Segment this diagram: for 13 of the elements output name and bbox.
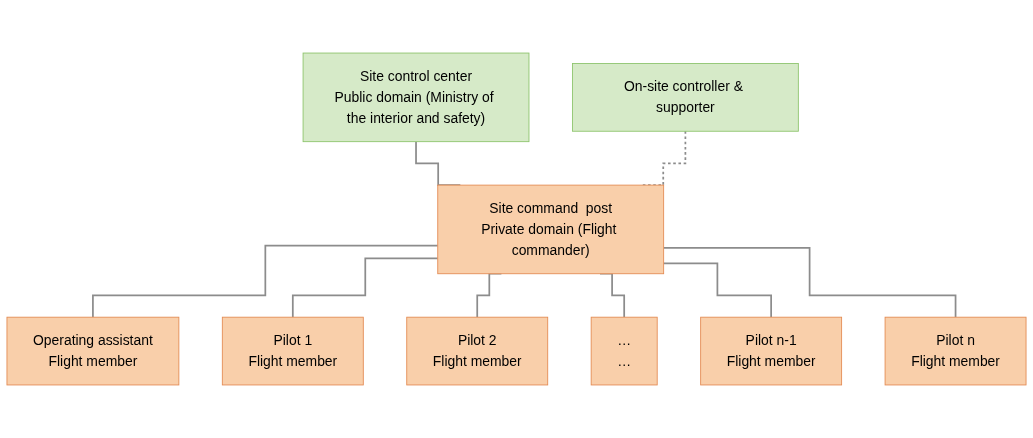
node-box: Pilot n-1 Flight member xyxy=(700,316,843,386)
node-box: Site control center Public domain (Ministry of the interior and safety) xyxy=(302,52,530,143)
connector xyxy=(92,244,439,319)
connector xyxy=(291,257,439,319)
node-box: On-site controller & supporter xyxy=(572,63,799,132)
node-box: Pilot 1 Flight member xyxy=(221,316,364,386)
connector xyxy=(662,262,772,319)
node-box: Site command post Private domain (Flight commander) xyxy=(437,184,665,275)
node-box: Pilot n Flight member xyxy=(884,316,1027,386)
node-box: Pilot 2 Flight member xyxy=(406,316,549,386)
connector xyxy=(662,247,957,319)
node-box: Operating assistant Flight member xyxy=(6,316,180,386)
node-box: … … xyxy=(590,316,658,386)
